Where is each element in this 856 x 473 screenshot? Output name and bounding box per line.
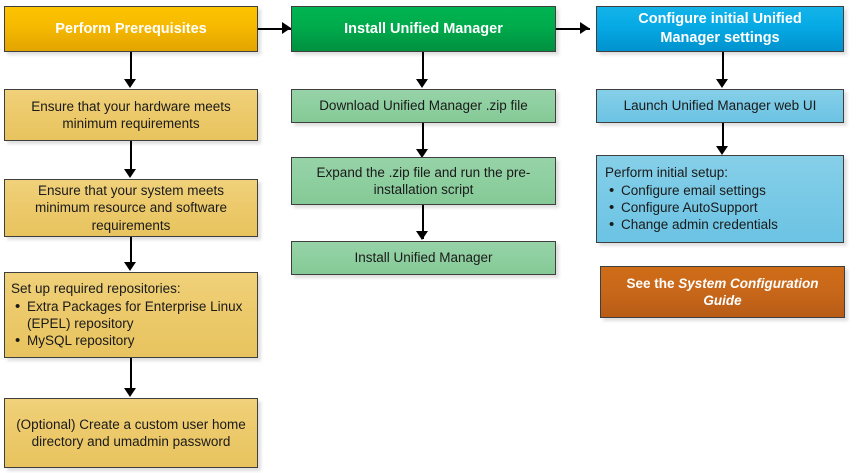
reference-text: See the System Configuration Guide xyxy=(613,275,832,310)
list-item: Extra Packages for Enterprise Linux (EPE… xyxy=(15,297,251,333)
connector-line-configure-2 xyxy=(722,123,724,152)
connector-line-configure-1 xyxy=(722,52,724,85)
step-system-requirements: Ensure that your system meets minimum re… xyxy=(4,179,258,237)
connector-line-prereq-2 xyxy=(130,141,132,175)
list-item: Configure email settings xyxy=(609,181,837,200)
step-perform-initial-setup-list: Configure email settings Configure AutoS… xyxy=(605,181,837,235)
reference-system-configuration-guide: See the System Configuration Guide xyxy=(600,266,845,318)
list-item: Configure AutoSupport xyxy=(609,198,837,217)
connector-line-prereq-3 xyxy=(130,237,132,268)
connector-arrow-prereq-2 xyxy=(124,169,136,178)
connector-line-install-2 xyxy=(422,123,424,155)
list-item: Change admin credentials xyxy=(609,215,837,234)
connector-line-prereq-1 xyxy=(130,52,132,85)
connector-arrow-install-to-configure xyxy=(580,22,589,34)
reference-emphasis: System Configuration Guide xyxy=(678,275,819,308)
connector-line-install-3 xyxy=(422,205,424,239)
step-hardware-requirements: Ensure that your hardware meets minimum … xyxy=(4,89,258,141)
step-perform-initial-setup: Perform initial setup: Configure email s… xyxy=(596,155,844,243)
step-perform-initial-setup-lead: Perform initial setup: xyxy=(605,165,729,181)
connector-arrow-install-3 xyxy=(416,231,428,240)
step-install-unified-manager: Install Unified Manager xyxy=(291,241,556,275)
connector-arrow-prereq-1 xyxy=(124,79,136,88)
connector-arrow-prereq-to-install xyxy=(282,22,291,34)
connector-line-install-1 xyxy=(422,52,424,85)
step-required-repositories: Set up required repositories: Extra Pack… xyxy=(4,272,258,358)
connector-line-prereq-to-install xyxy=(258,28,291,30)
connector-line-prereq-4 xyxy=(130,358,132,394)
step-download-zip: Download Unified Manager .zip file xyxy=(291,89,556,123)
connector-arrow-configure-2 xyxy=(716,146,728,155)
step-required-repositories-list: Extra Packages for Enterprise Linux (EPE… xyxy=(11,297,251,351)
connector-arrow-prereq-3 xyxy=(124,262,136,271)
reference-prefix: See the xyxy=(626,275,679,291)
connector-arrow-install-2 xyxy=(416,149,428,158)
step-launch-web-ui: Launch Unified Manager web UI xyxy=(596,89,844,123)
connector-line-install-to-configure xyxy=(556,28,590,30)
step-expand-zip-run-script: Expand the .zip file and run the pre-ins… xyxy=(291,157,556,205)
list-item: MySQL repository xyxy=(15,331,251,350)
step-custom-user-home-directory: (Optional) Create a custom user home dir… xyxy=(4,398,258,468)
column-header-install: Install Unified Manager xyxy=(291,6,556,52)
connector-arrow-install-1 xyxy=(416,79,428,88)
column-header-prerequisites: Perform Prerequisites xyxy=(4,6,258,52)
column-header-configure: Configure initial Unified Manager settin… xyxy=(596,6,844,52)
connector-arrow-prereq-4 xyxy=(124,388,136,397)
connector-arrow-configure-1 xyxy=(716,79,728,88)
step-required-repositories-lead: Set up required repositories: xyxy=(11,281,181,297)
